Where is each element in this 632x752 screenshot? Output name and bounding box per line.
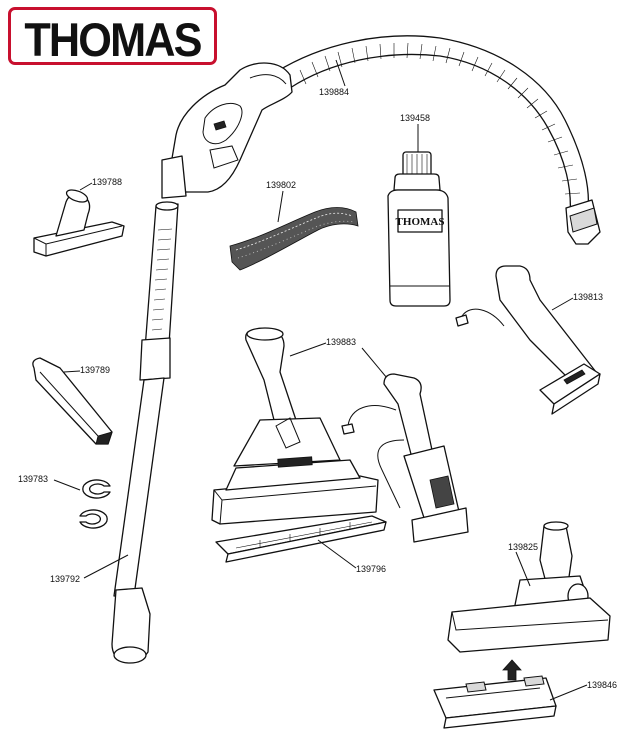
floor-brush-drawing xyxy=(447,521,611,653)
carpet-spray-nozzle-drawing xyxy=(211,327,379,525)
part-number-hard-floor-insert: 139846 xyxy=(587,680,617,690)
leader-line-hose xyxy=(335,59,346,87)
leader-line-filter-strip xyxy=(277,190,284,223)
leader-line-upholstery-nozzle xyxy=(79,182,93,191)
upholstery-nozzle-drawing xyxy=(33,189,125,257)
part-number-cleaning-fluid: 139458 xyxy=(400,113,430,123)
brand-logo-text: THOMAS xyxy=(24,13,202,66)
brand-logo: THOMAS xyxy=(8,7,217,66)
leader-line-carpet-spray-nozzle-a xyxy=(289,342,327,357)
leader-line-floor-brush xyxy=(515,551,531,587)
part-number-upholstery-nozzle: 139788 xyxy=(92,177,122,187)
leader-line-extension-tube xyxy=(83,554,129,579)
crevice-nozzle-drawing xyxy=(32,357,113,445)
floor-adapter-drawing xyxy=(215,515,387,563)
cleaning-fluid-bottle-drawing xyxy=(387,151,451,307)
part-number-filter-strip: 139802 xyxy=(266,180,296,190)
extension-tube-drawing xyxy=(111,201,179,664)
clips-drawing xyxy=(79,479,111,529)
leader-line-spray-upholstery-nozzle xyxy=(551,297,574,311)
hand-spray-tool-drawing xyxy=(341,373,469,543)
part-number-spray-upholstery-nozzle: 139813 xyxy=(573,292,603,302)
part-number-extension-tube: 139792 xyxy=(50,574,80,584)
part-number-crevice-nozzle: 139789 xyxy=(80,365,110,375)
part-number-clips: 139783 xyxy=(18,474,48,484)
part-number-floor-adapter: 139796 xyxy=(356,564,386,574)
part-number-carpet-spray-nozzle: 139883 xyxy=(326,337,356,347)
hard-floor-insert-drawing xyxy=(433,659,557,729)
leader-line-clips xyxy=(53,479,81,491)
hose-drawing xyxy=(161,35,601,245)
spray-upholstery-nozzle-drawing xyxy=(455,265,601,415)
leader-line-hard-floor-insert xyxy=(549,684,588,701)
part-number-floor-brush: 139825 xyxy=(508,542,538,552)
bottle-label: THOMAS xyxy=(396,216,445,228)
filter-strip-drawing xyxy=(229,207,359,271)
leader-line-crevice-nozzle xyxy=(63,370,81,373)
part-number-hose: 139884 xyxy=(319,87,349,97)
leader-line-floor-adapter xyxy=(317,539,357,569)
